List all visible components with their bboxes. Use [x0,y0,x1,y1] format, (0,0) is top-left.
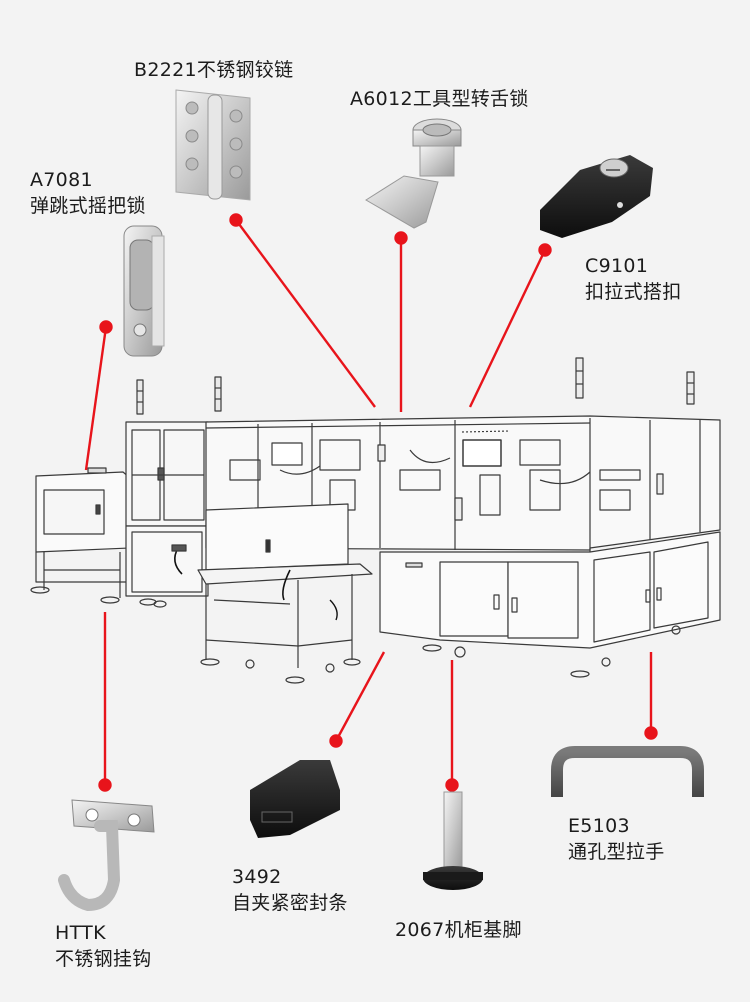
label-3492: 3492 自夹紧密封条 [232,864,348,916]
part-name: 机柜基脚 [444,919,522,941]
left-enclosure [125,376,222,608]
callout-httk [98,612,112,792]
base-cabinets [379,531,721,678]
label-b2221: B2221不锈钢铰链 [134,57,293,83]
seal-strip-icon [250,760,340,838]
label-a7081: A7081 弹跳式摇把锁 [30,167,146,219]
part-name: 弹跳式摇把锁 [30,195,146,217]
part-name: 扣拉式搭扣 [585,281,682,303]
part-name: 不锈钢铰链 [196,59,294,81]
part-code: HTTK [55,922,106,944]
callout-a6012 [394,231,408,412]
pull-handle-icon [551,746,704,797]
callout-lines [84,213,658,792]
front-table [197,503,373,684]
part-code: A7081 [30,169,93,191]
hinge-icon [175,89,251,201]
part-code: A6012 [350,88,413,110]
callout-a7081 [84,320,113,471]
callout-2067 [445,660,459,792]
label-2067: 2067机柜基脚 [395,917,522,943]
part-name: 自夹紧密封条 [232,892,348,914]
left-cabinet [30,467,131,604]
part-code: 2067 [395,919,445,941]
part-name: 通孔型拉手 [568,841,665,863]
part-code: C9101 [585,255,649,277]
part-name: 不锈钢挂钩 [55,948,152,970]
hook-icon [58,799,155,912]
label-httk: HTTK 不锈钢挂钩 [55,920,152,972]
label-e5103: E5103 通孔型拉手 [568,813,665,865]
part-code: E5103 [568,815,630,837]
part-code: 3492 [232,866,282,888]
label-c9101: C9101 扣拉式搭扣 [585,253,682,305]
callout-3492 [329,651,386,748]
part-code: B2221 [134,59,197,81]
part-name: 工具型转舌锁 [412,88,529,110]
callout-b2221 [229,213,376,408]
label-a6012: A6012工具型转舌锁 [350,86,529,112]
leveling-foot-icon [423,791,483,890]
cam-lock-icon [365,118,462,229]
callout-c9101 [468,243,552,408]
callout-e5103 [644,652,658,740]
swing-handle-lock-icon [123,225,165,357]
draw-latch-icon [540,155,653,238]
